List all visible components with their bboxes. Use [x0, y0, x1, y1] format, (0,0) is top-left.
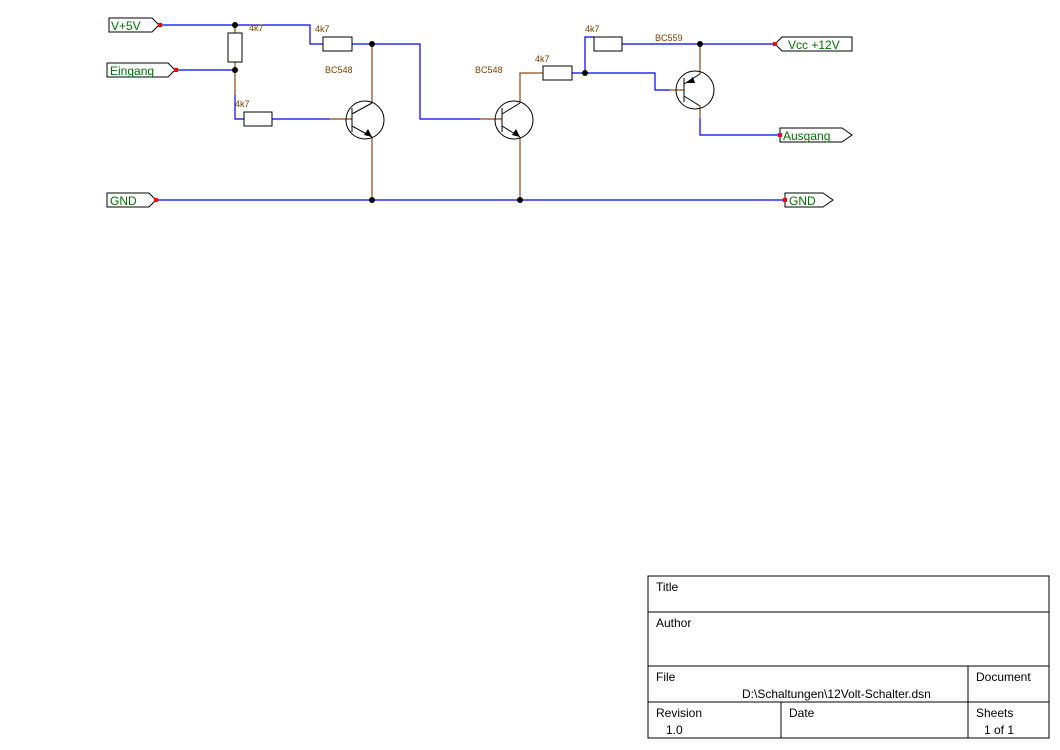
resistor-r2[interactable]: 4k7: [235, 99, 273, 127]
resistor-r3-value: 4k7: [315, 24, 330, 34]
resistor-r1-value: 4k7: [249, 23, 264, 33]
port-gnd-right[interactable]: GND: [783, 192, 834, 208]
transistor-q1-label: BC548: [325, 65, 353, 75]
port-eingang-label: Eingang: [110, 64, 154, 78]
wire-q2-to-r4: [572, 36, 594, 74]
sheets-value: 1 of 1: [984, 723, 1014, 737]
date-label: Date: [789, 706, 815, 720]
port-ausgang[interactable]: Ausgang: [778, 127, 853, 143]
transistor-q2-label: BC548: [475, 65, 503, 75]
title-block: Title Author File D:\Schaltungen\12Volt-…: [647, 575, 1050, 739]
wire-q3-to-ausgang: [699, 118, 780, 136]
resistor-r4[interactable]: 4k7: [535, 54, 573, 81]
junctions: [232, 22, 703, 203]
revision-label: Revision: [656, 706, 702, 720]
resistor-r1[interactable]: 4k7: [227, 23, 264, 63]
resistor-r5-value: 4k7: [585, 24, 600, 34]
file-value: D:\Schaltungen\12Volt-Schalter.dsn: [742, 687, 931, 701]
port-gnd-left-label: GND: [110, 194, 137, 208]
component-leads: [234, 25, 701, 200]
port-v5-label: V+5V: [111, 19, 141, 33]
resistor-r3[interactable]: 4k7: [315, 24, 353, 52]
port-v5[interactable]: V+5V: [108, 17, 162, 33]
port-vcc12[interactable]: Vcc +12V: [773, 36, 853, 52]
resistor-r5[interactable]: 4k7: [585, 24, 623, 52]
file-label: File: [656, 670, 676, 684]
transistor-q3[interactable]: BC559: [655, 33, 715, 110]
wires: [157, 24, 785, 201]
sheets-label: Sheets: [976, 706, 1013, 720]
resistor-r4-value: 4k7: [535, 54, 550, 64]
transistor-q2[interactable]: BC548: [475, 65, 534, 140]
port-vcc12-label: Vcc +12V: [788, 38, 840, 52]
resistor-r2-value: 4k7: [235, 99, 250, 109]
title-label: Title: [656, 580, 679, 594]
port-ausgang-label: Ausgang: [783, 129, 830, 143]
transistor-q1[interactable]: BC548: [325, 65, 385, 140]
port-gnd-left[interactable]: GND: [106, 192, 158, 208]
revision-value: 1.0: [666, 723, 683, 737]
port-gnd-right-label: GND: [789, 194, 816, 208]
transistor-q3-label: BC559: [655, 33, 683, 43]
port-eingang[interactable]: Eingang: [106, 62, 178, 78]
author-label: Author: [656, 616, 691, 630]
wire-node-to-q3-base: [585, 72, 670, 91]
wire-q1-to-q2-base: [372, 43, 480, 120]
wire-divider-to-r2: [234, 95, 244, 120]
document-label: Document: [976, 670, 1031, 684]
